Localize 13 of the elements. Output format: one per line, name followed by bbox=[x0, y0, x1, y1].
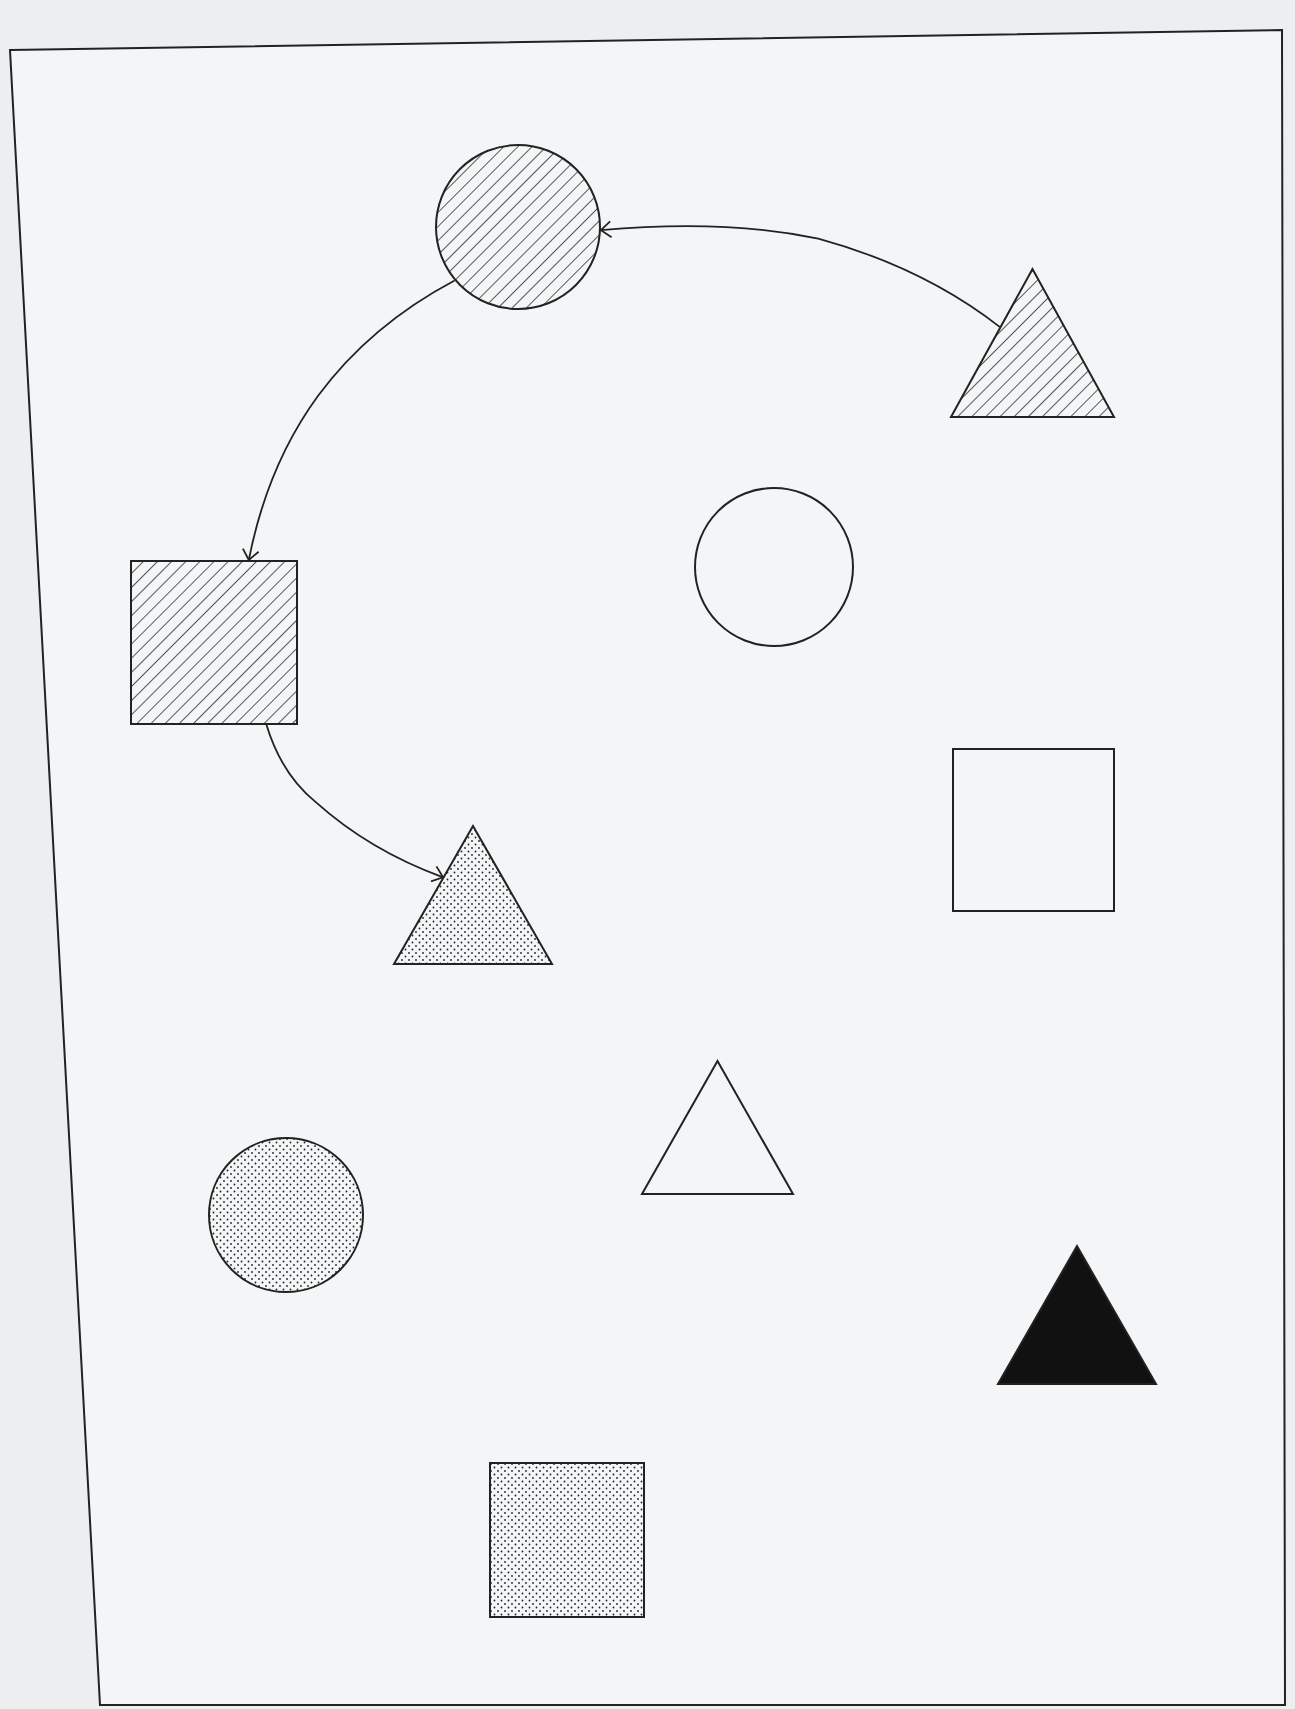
arrow bbox=[600, 220, 1001, 328]
hatched-square bbox=[130, 560, 298, 725]
solid-triangle bbox=[997, 1245, 1157, 1385]
arrow bbox=[265, 724, 444, 883]
circle bbox=[694, 487, 854, 647]
hatched-triangle bbox=[950, 268, 1115, 418]
dotted-triangle bbox=[393, 825, 553, 965]
triangle bbox=[641, 1060, 794, 1195]
arrow bbox=[242, 279, 456, 561]
dotted-square bbox=[489, 1462, 645, 1618]
dotted-circle bbox=[208, 1137, 364, 1293]
hatched-circle bbox=[435, 144, 601, 310]
square bbox=[952, 748, 1115, 912]
